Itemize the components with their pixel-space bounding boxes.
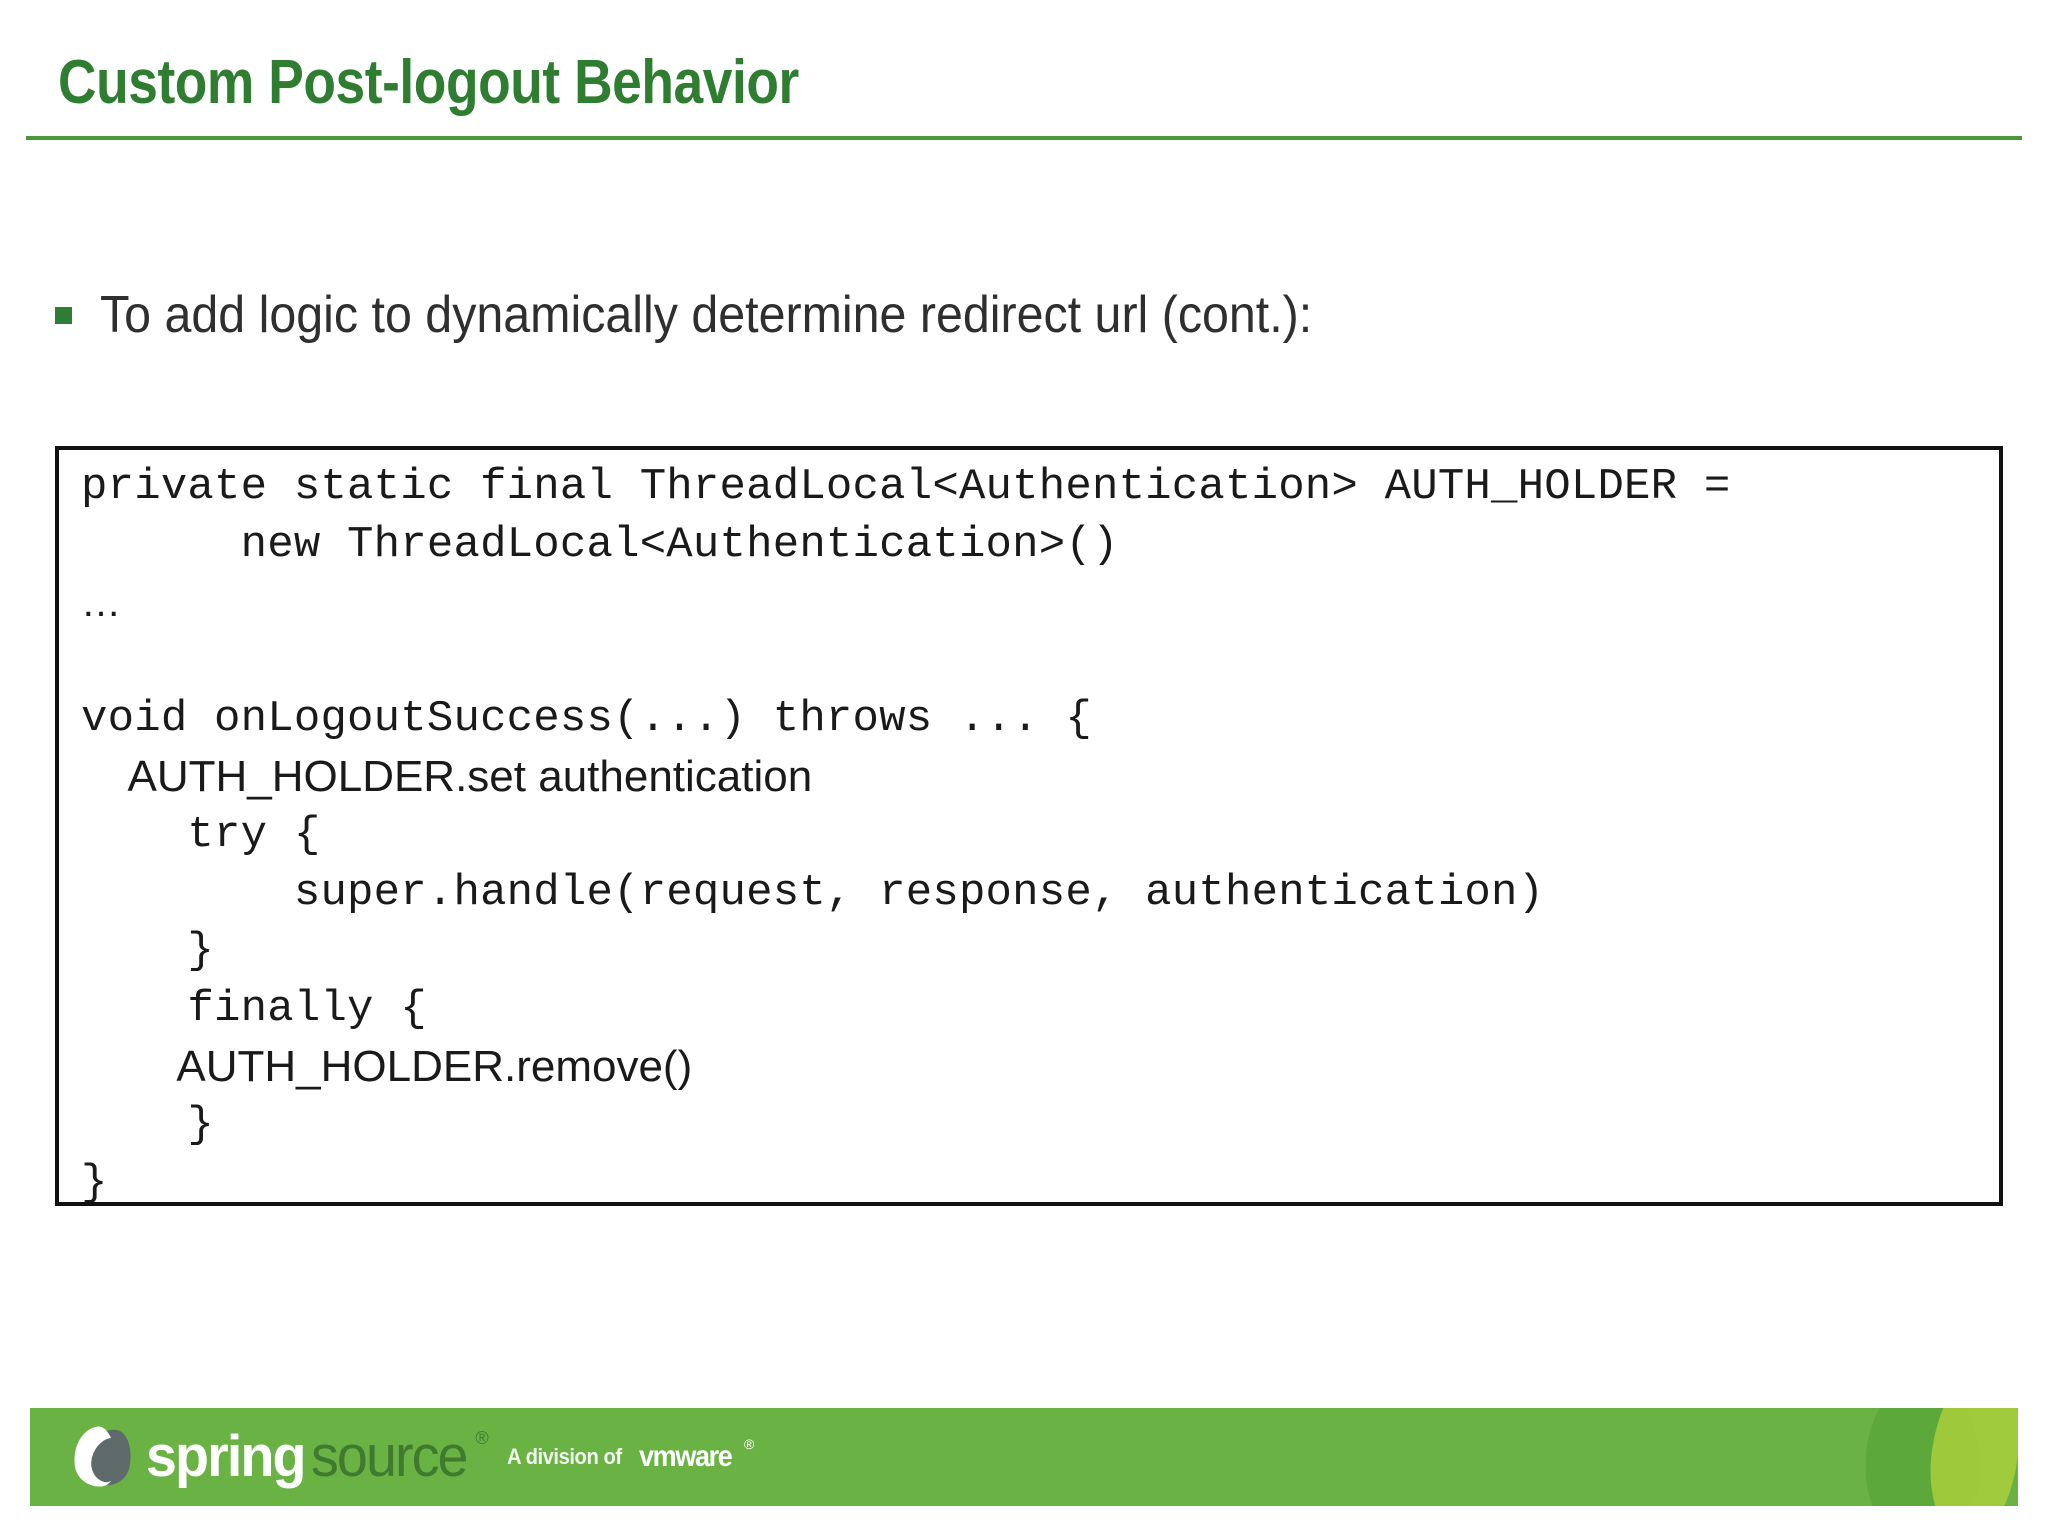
logo-trademark: ® [475,1428,489,1448]
logo-source-text: source [311,1424,469,1489]
logo-spring-text: spring [146,1424,307,1489]
bullet-list-item: To add logic to dynamically determine re… [55,286,1955,348]
code-line: super.handle(request, response, authenti… [81,868,1545,918]
code-line: } [81,1100,215,1150]
leaf-watermark-icon [1828,1408,2018,1506]
code-line: finally { [81,984,427,1034]
logo-vmware-trademark: ® [744,1436,755,1452]
code-line: new ThreadLocal<Authentication>() [81,520,1119,570]
code-block: private static final ThreadLocal<Authent… [55,446,2003,1206]
code-line-blank [81,632,1995,690]
bullet-item-label: To add logic to dynamically determine re… [100,286,1313,344]
logo-vmware-text: vmware [639,1440,733,1473]
footer-bar: spring source ® A division of vmware ® C… [30,1408,2018,1506]
title-divider [26,136,2022,140]
leaf-shape-front [1923,1408,2018,1506]
code-line: } [81,1158,108,1206]
code-line: } [81,926,215,976]
code-lines-container: private static final ThreadLocal<Authent… [81,458,1995,1206]
square-bullet-icon [55,307,72,324]
code-line: try { [81,810,321,860]
code-line: AUTH_HOLDER.set authentication [81,752,813,801]
code-line: AUTH_HOLDER.remove() [81,1042,693,1091]
logo-division-text: A division of [506,1444,622,1469]
leaf-shape-back [1852,1408,1992,1506]
code-line-ellipsis: … [81,581,121,625]
spring-leaf-icon [70,1424,136,1490]
springsource-logo: spring source ® A division of vmware ® [70,1420,755,1494]
code-line: void onLogoutSuccess(...) throws ... { [81,694,1092,744]
code-line: private static final ThreadLocal<Authent… [81,462,1731,512]
page-title: Custom Post-logout Behavior [58,48,799,117]
